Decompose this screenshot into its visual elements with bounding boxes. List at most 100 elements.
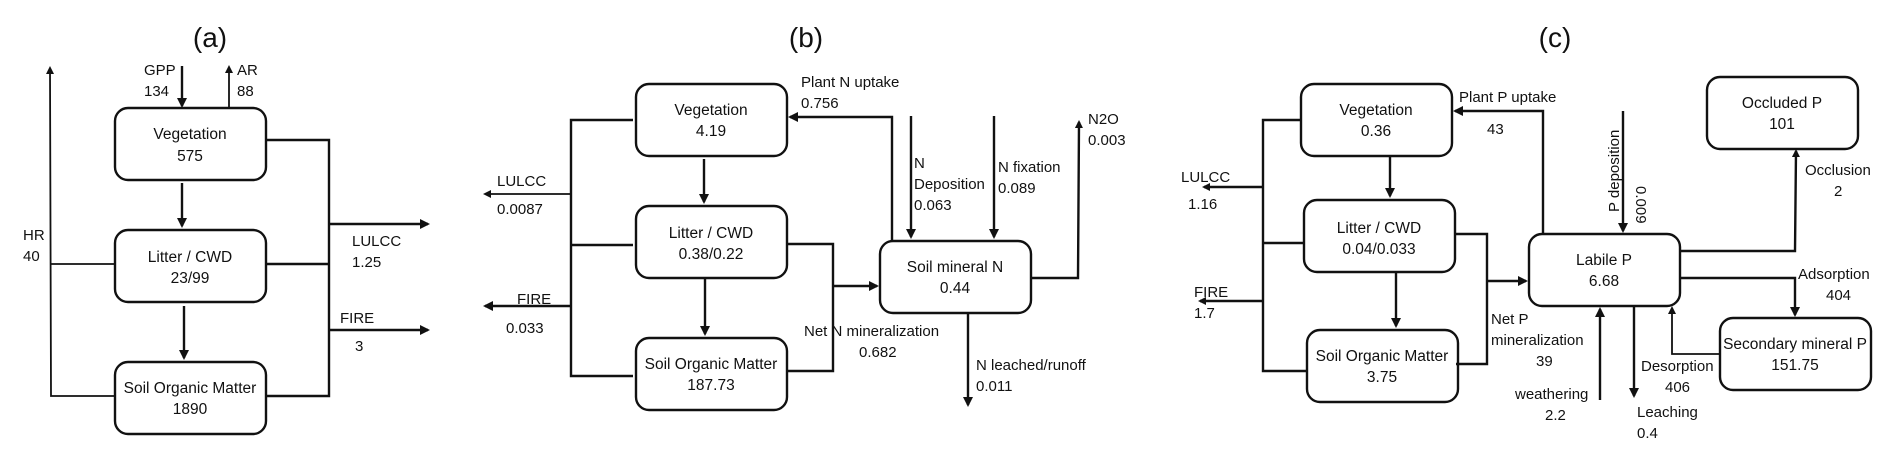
box-value: 1890 bbox=[173, 401, 208, 418]
panel-b-title: (b) bbox=[789, 22, 823, 53]
box-som-b: Soil Organic Matter 187.73 bbox=[634, 336, 789, 412]
flux-leached-name: N leached/runoff bbox=[976, 357, 1087, 374]
arrow-plant-p-uptake bbox=[1453, 106, 1545, 233]
arrow-n2o bbox=[1031, 120, 1083, 280]
box-vegetation-a: Vegetation 575 bbox=[113, 106, 268, 182]
box-value: 6.68 bbox=[1589, 273, 1619, 290]
flux-deposition-name1: N bbox=[914, 155, 925, 172]
box-value: 101 bbox=[1769, 116, 1795, 133]
box-som-c: Soil Organic Matter 3.75 bbox=[1305, 328, 1460, 404]
box-mineral-n: Soil mineral N 0.44 bbox=[878, 239, 1033, 315]
flux-fire-name: FIRE bbox=[340, 310, 374, 327]
arrow-hr bbox=[46, 66, 115, 397]
arrow-occlusion bbox=[1681, 149, 1800, 253]
box-name: Litter / CWD bbox=[669, 225, 753, 242]
panel-b: (b) Vegetation 4.19 Litter / CWD 0.38/0.… bbox=[483, 22, 1126, 412]
flux-fixation-value: 0.089 bbox=[998, 180, 1036, 197]
box-name: Soil Organic Matter bbox=[1316, 348, 1449, 365]
arrow-plant-n-uptake bbox=[788, 112, 894, 240]
box-name: Vegetation bbox=[1339, 102, 1412, 119]
flux-deposition-name2: Deposition bbox=[914, 176, 985, 193]
box-value: 23/99 bbox=[171, 270, 210, 287]
arrow-desorption bbox=[1668, 306, 1720, 355]
mineralization-bracket-c bbox=[1455, 232, 1489, 366]
flux-weathering-name: weathering bbox=[1514, 386, 1588, 403]
flux-lulcc-value: 1.25 bbox=[352, 254, 381, 271]
flux-n2o-name: N2O bbox=[1088, 111, 1119, 128]
flux-gpp-name: GPP bbox=[144, 62, 176, 79]
box-name: Soil mineral N bbox=[907, 259, 1003, 276]
panel-a-title: (a) bbox=[193, 22, 227, 53]
flux-occlusion-value: 2 bbox=[1834, 183, 1842, 200]
flux-mineralization-name2: mineralization bbox=[1491, 332, 1584, 349]
flux-deposition-name: P deposition bbox=[1606, 130, 1623, 212]
flux-leached-value: 0.011 bbox=[976, 378, 1012, 395]
flux-deposition-value: 0.009 bbox=[1632, 186, 1649, 224]
flux-desorption-name: Desorption bbox=[1641, 358, 1714, 375]
flux-n2o-value: 0.003 bbox=[1088, 132, 1126, 149]
flux-deposition-value: 0.063 bbox=[914, 197, 952, 214]
box-name: Soil Organic Matter bbox=[645, 356, 778, 373]
box-vegetation-b: Vegetation 4.19 bbox=[634, 82, 789, 158]
box-labile-p: Labile P 6.68 bbox=[1527, 232, 1682, 308]
flux-lulcc-value: 1.16 bbox=[1188, 196, 1217, 213]
box-name: Vegetation bbox=[674, 102, 747, 119]
flux-mineralization-value: 0.682 bbox=[859, 344, 897, 361]
box-som-a: Soil Organic Matter 1890 bbox=[113, 360, 268, 436]
flux-fire-name: FIRE bbox=[1194, 284, 1228, 301]
box-name: Litter / CWD bbox=[1337, 220, 1421, 237]
panel-c: (c) Vegetation 0.36 Litter / CWD 0.04/0.… bbox=[1181, 22, 1873, 442]
flux-lulcc-name: LULCC bbox=[352, 233, 401, 250]
box-value: 0.04/0.033 bbox=[1342, 241, 1415, 258]
box-name: Soil Organic Matter bbox=[124, 380, 257, 397]
box-litter-c: Litter / CWD 0.04/0.033 bbox=[1302, 198, 1457, 274]
flux-mineralization-name: Net N mineralization bbox=[804, 323, 939, 340]
flux-adsorption-value: 404 bbox=[1826, 287, 1851, 304]
left-bracket-b bbox=[569, 118, 633, 378]
flux-ar-value: 88 bbox=[237, 83, 254, 100]
box-name: Vegetation bbox=[153, 126, 226, 143]
flux-leaching-name: Leaching bbox=[1637, 404, 1698, 421]
box-occluded-p: Occluded P 101 bbox=[1705, 75, 1860, 151]
box-name: Occluded P bbox=[1742, 95, 1822, 112]
flux-mineralization-name1: Net P bbox=[1491, 311, 1529, 328]
flux-fire-value: 3 bbox=[355, 338, 363, 355]
flux-hr-value: 40 bbox=[23, 248, 40, 265]
box-value: 0.36 bbox=[1361, 123, 1391, 140]
box-value: 575 bbox=[177, 148, 203, 165]
flux-leaching-value: 0.4 bbox=[1637, 425, 1658, 442]
flux-lulcc-name: LULCC bbox=[497, 173, 546, 190]
flux-fixation-name: N fixation bbox=[998, 159, 1061, 176]
left-bracket-c bbox=[1261, 118, 1307, 373]
box-name: Litter / CWD bbox=[148, 249, 232, 266]
box-value: 4.19 bbox=[696, 123, 726, 140]
flux-uptake-value: 43 bbox=[1487, 121, 1504, 138]
flux-mineralization-value: 39 bbox=[1536, 353, 1553, 370]
panel-c-title: (c) bbox=[1539, 22, 1572, 53]
arrow-adsorption bbox=[1681, 276, 1800, 317]
box-litter-b: Litter / CWD 0.38/0.22 bbox=[634, 204, 789, 280]
flux-gpp-value: 134 bbox=[144, 83, 169, 100]
flux-weathering-value: 2.2 bbox=[1545, 407, 1566, 424]
flux-uptake-name: Plant N uptake bbox=[801, 74, 899, 91]
box-secondary-mineral-p: Secondary mineral P 151.75 bbox=[1718, 316, 1873, 392]
panel-a: (a) Vegetation 575 Litter / CWD 23/99 So… bbox=[23, 22, 430, 436]
flux-fire-value: 0.033 bbox=[506, 320, 544, 337]
flux-desorption-value: 406 bbox=[1665, 379, 1690, 396]
flux-fire-value: 1.7 bbox=[1194, 305, 1215, 322]
flux-hr-name: HR bbox=[23, 227, 45, 244]
flux-fire-name: FIRE bbox=[517, 291, 551, 308]
flux-lulcc-name: LULCC bbox=[1181, 169, 1230, 186]
box-value: 0.38/0.22 bbox=[679, 246, 744, 263]
right-bracket-a bbox=[266, 138, 331, 398]
flux-adsorption-name: Adsorption bbox=[1798, 266, 1870, 283]
box-value: 0.44 bbox=[940, 280, 971, 297]
mineralization-bracket-b bbox=[787, 242, 835, 373]
box-litter-a: Litter / CWD 23/99 bbox=[113, 228, 268, 304]
flux-ar-name: AR bbox=[237, 62, 258, 79]
flux-occlusion-name: Occlusion bbox=[1805, 162, 1871, 179]
box-value: 3.75 bbox=[1367, 369, 1397, 386]
box-value: 187.73 bbox=[687, 377, 734, 394]
box-vegetation-c: Vegetation 0.36 bbox=[1299, 82, 1454, 158]
